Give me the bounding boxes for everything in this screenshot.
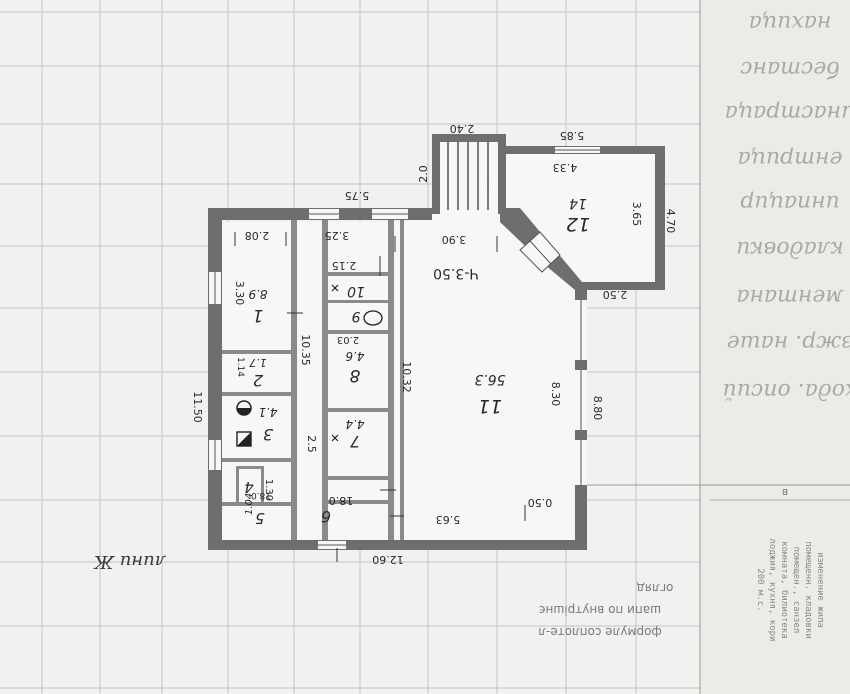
room-11-area: 56.3 [474, 371, 505, 387]
room-5-area: 1.04 [244, 493, 255, 515]
dim-12-60: 12.60 [372, 553, 404, 566]
dim-2-5: 2.5 [305, 435, 318, 453]
margin-note-1: огляд [637, 581, 674, 595]
room-8-area: 4.6 [345, 349, 364, 363]
room-4-number: 4 [244, 478, 254, 496]
room-3-area: 4.1 [258, 405, 277, 419]
room-5-number: 5 [255, 509, 265, 527]
room-1-number: 1 [253, 305, 264, 325]
dim-4-70: 4.70 [664, 209, 677, 234]
room-12-area: 14 [569, 195, 587, 211]
hw-line-8: зжр. наше [727, 330, 850, 355]
dim-2-15: 2.15 [332, 259, 357, 272]
stamp-letter: в [782, 486, 788, 499]
margin-notes: огляд шапи по внутрішнє формуле соплоте-… [538, 581, 673, 639]
dim-2-03: 2.03 [337, 334, 359, 345]
stamp-line-6: 200 м.с. [755, 568, 765, 611]
room-7-area: 4.4 [345, 417, 364, 431]
room-9-number: 9 [351, 308, 360, 324]
dim-1-30: 1.30 [263, 479, 274, 501]
room-11-number: 11 [478, 395, 502, 417]
dim-1-14: 1.14 [235, 357, 245, 377]
dim-11-50: 11.50 [191, 391, 204, 423]
room-2-number: 2 [253, 371, 263, 390]
stamp-panel [700, 0, 850, 694]
dim-8-80: 8.80 [591, 396, 604, 421]
hw-line-1: нахица [749, 10, 832, 35]
hw-line-3: инастраца [725, 100, 850, 125]
interior-partitions [222, 220, 404, 540]
hw-line-5: инпацир [740, 190, 840, 215]
dim-3-90: 3.90 [442, 233, 467, 246]
entry-stairs [440, 142, 498, 210]
dim-0-50: 0.50 [528, 496, 553, 509]
faded-handwriting: нахица бестанс инастраца ентрица инпацир… [723, 10, 850, 403]
hw-line-4: ентрица [737, 146, 842, 171]
hw-line-7: ментана [736, 284, 843, 309]
signature: лини Ж [93, 551, 166, 572]
stamp-line-4: комната, билиотека [779, 541, 790, 639]
hw-line-9: хода. опсий [723, 378, 850, 403]
dim-10-35: 10.35 [299, 334, 312, 366]
room-3-number: 3 [263, 425, 273, 444]
room-7-number: 7 [349, 432, 360, 451]
room-10-number: 10 [347, 283, 365, 299]
ceiling-height-label: Ч-3.50 [433, 265, 479, 281]
dim-2-0: 2.0 [417, 165, 430, 183]
dim-8-30: 8.30 [549, 382, 562, 407]
room-12-number: 12 [566, 213, 590, 235]
dimension-ticks [234, 178, 526, 562]
room-2-area: 1.7 [249, 356, 267, 369]
stamp-line-2: помещенн. кладовки [803, 541, 813, 639]
dim-10-32: 10.32 [400, 361, 413, 393]
dim-2-40: 2.40 [450, 122, 475, 135]
dim-2-08: 2.08 [245, 229, 270, 242]
stamp-line-5: лоджия, кухня, кори [767, 539, 777, 642]
room-6-number: 6 [321, 507, 331, 526]
dim-2-50: 2.50 [603, 288, 628, 301]
dim-4-33: 4.33 [553, 161, 578, 174]
dim-3-25: 3.25 [325, 229, 350, 242]
dim-3-65: 3.65 [630, 202, 643, 227]
room-1-area: 8.9 [248, 287, 267, 301]
stamp-line-1: изменение жила [815, 552, 825, 628]
room-8-number: 8 [349, 365, 360, 385]
dim-5-75: 5.75 [345, 189, 370, 202]
stamp-line-3: помещен., санзел [791, 547, 801, 634]
dim-5-85: 5.85 [560, 129, 585, 142]
windows [209, 147, 600, 549]
dim-3-30: 3.30 [233, 281, 246, 306]
stamp-block: изменение жила помещенн. кладовки помеще… [755, 486, 825, 641]
fixtures [236, 284, 383, 447]
dim-18-0-b: 18.0 [251, 490, 271, 500]
dim-5-63: 5.63 [436, 513, 461, 526]
dim-18-0-a: 18.0 [329, 494, 354, 507]
margin-note-3: формуле соплоте-л [538, 625, 661, 639]
margin-note-2: шапи по внутрішнє [539, 603, 661, 617]
hw-line-6: кладовки [736, 236, 844, 261]
hw-line-2: бестанс [740, 56, 840, 81]
dimension-labels: 2.40 5.85 4.33 2.0 5.75 3.65 4.70 2.08 3… [191, 122, 677, 566]
room-labels: 1 8.9 2 1.7 3 4.1 4 5 1.04 6 7 4.4 8 4.6… [244, 195, 590, 527]
